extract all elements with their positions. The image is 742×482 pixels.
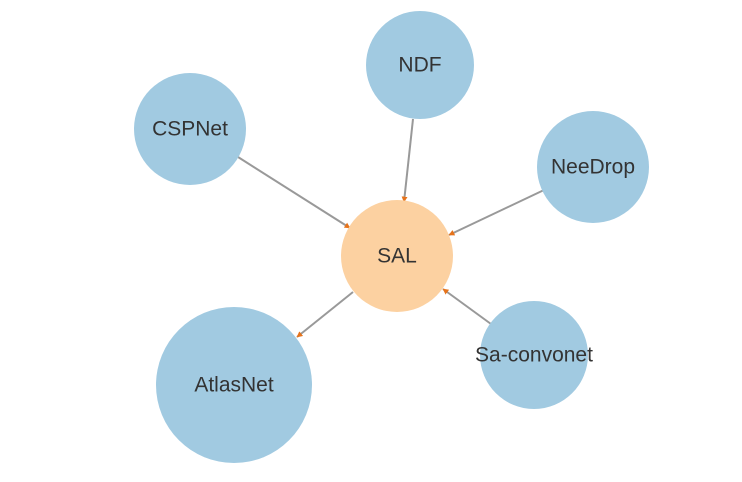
edge-saconvonet-sal [442, 288, 492, 325]
edge-needrop-sal [448, 189, 545, 236]
node-label: Sa-convonet [475, 344, 593, 367]
node-needrop[interactable]: NeeDrop [537, 111, 649, 223]
node-label: NeeDrop [551, 156, 635, 179]
node-ndf[interactable]: NDF [366, 11, 474, 119]
node-sa-convonet[interactable]: Sa-convonet [475, 301, 593, 409]
edge-cspnet-sal [237, 156, 351, 229]
node-label: AtlasNet [194, 374, 274, 397]
node-sal[interactable]: SAL [341, 200, 453, 312]
node-label: SAL [377, 245, 417, 268]
edge-sal-atlasnet [296, 291, 354, 338]
edges [237, 118, 545, 338]
node-circle [134, 73, 246, 185]
node-atlasnet[interactable]: AtlasNet [156, 307, 312, 463]
node-label: CSPNet [152, 118, 228, 141]
node-circle [366, 11, 474, 119]
node-circle [341, 200, 453, 312]
node-circle [480, 301, 588, 409]
edge-ndf-sal [401, 118, 414, 203]
node-circle [537, 111, 649, 223]
node-label: NDF [398, 54, 441, 77]
node-circle [156, 307, 312, 463]
node-cspnet[interactable]: CSPNet [134, 73, 246, 185]
